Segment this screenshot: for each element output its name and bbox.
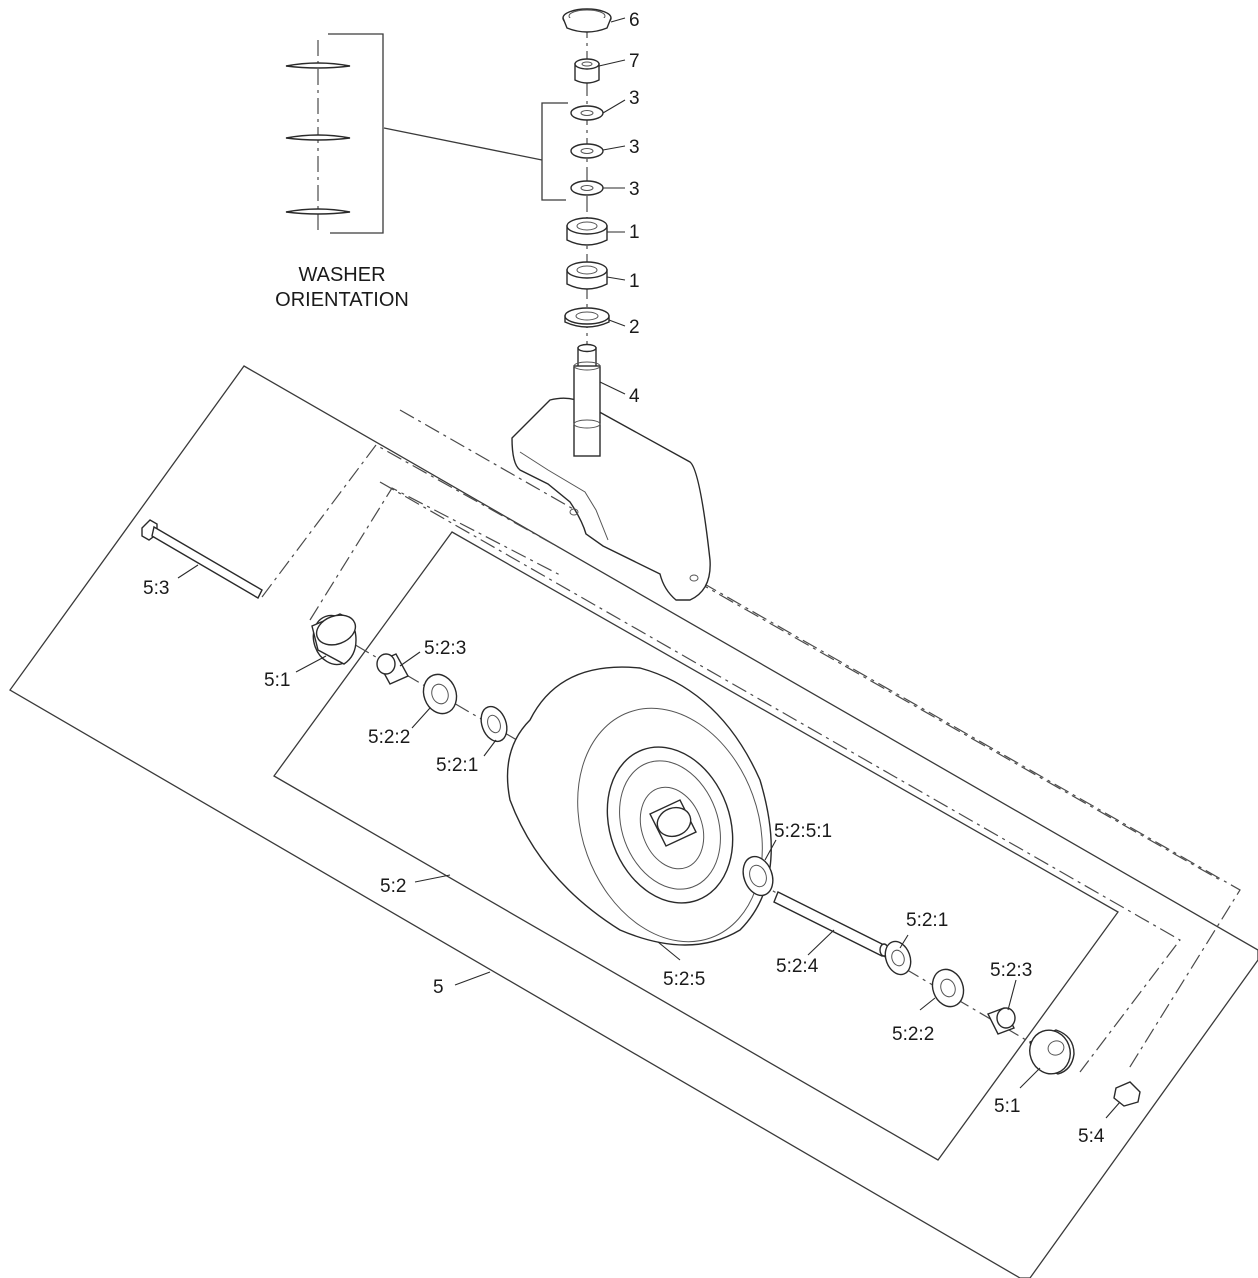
assembly-5-2-frame: [273, 531, 1119, 1161]
washer-profile-bottom: [285, 208, 351, 215]
inset-bracket: [328, 33, 384, 234]
callout-5: 5: [433, 977, 444, 998]
washer-orientation-inset: WASHER ORIENTATION: [275, 33, 543, 311]
dust-cap-part: [562, 8, 612, 33]
bearing-cup-left-part: [422, 673, 458, 715]
nut-part: [574, 58, 600, 84]
spacer-right-part: [987, 1007, 1016, 1035]
centerline-left-bolt: [261, 444, 561, 598]
callout-1-a: 1: [629, 222, 640, 243]
washer-orientation-label-line2: ORIENTATION: [275, 289, 409, 311]
callout-5-2-3-left: 5:2:3: [424, 638, 466, 659]
centerline-left-hub: [309, 487, 561, 621]
washer-profile-middle: [285, 134, 351, 141]
spindle-part: [573, 343, 601, 457]
leader-lines: [177, 17, 1121, 1119]
washer-orientation-label-line1: WASHER: [298, 264, 385, 286]
washer-profile-top: [285, 62, 351, 69]
tapered-bearing-part-lower: [566, 261, 608, 290]
inset-pointer-line: [383, 127, 543, 161]
centerline-lower: [379, 481, 1181, 1073]
assembly-5-frame: [9, 365, 1258, 1278]
callout-5-2-4: 5:2:4: [776, 956, 819, 977]
fork-axis-line: [693, 579, 1221, 881]
callout-3-a: 3: [629, 88, 640, 109]
hub-cap-right-part: [1029, 1029, 1075, 1075]
bearing-cup-right-part: [931, 968, 965, 1008]
spacer-left-part: [376, 653, 409, 685]
washer-group-bracket: [541, 102, 568, 201]
callout-5-2-2-left: 5:2:2: [368, 727, 410, 748]
callout-5-4: 5:4: [1078, 1126, 1105, 1147]
spindle-stack: [541, 8, 612, 350]
callout-5-2-5: 5:2:5: [663, 969, 705, 990]
callout-5-2-1-right: 5:2:1: [906, 910, 948, 931]
callout-6: 6: [629, 10, 640, 31]
tapered-bearing-right-part: [884, 940, 912, 976]
callouts: 6 7 3 3 3 1 1 2 4 5:3 5:1 5:2:3 5:2:2 5:…: [143, 10, 1105, 1147]
callout-3-c: 3: [629, 179, 640, 200]
callout-1-b: 1: [629, 271, 640, 292]
washer-part-3: [570, 180, 604, 196]
hub-cap-left-part: [311, 613, 357, 666]
washer-part-2: [570, 143, 604, 159]
callout-5-2-5-1: 5:2:5:1: [774, 821, 832, 842]
callout-4: 4: [629, 386, 640, 407]
callout-5-2-3-right: 5:2:3: [990, 960, 1032, 981]
tapered-bearing-left-part: [480, 705, 508, 743]
axle-bolt-part: [141, 519, 263, 599]
bearing-race-right-part: [742, 855, 774, 897]
callout-5-2: 5:2: [380, 876, 406, 897]
callout-7: 7: [629, 51, 640, 72]
fork-part: [511, 397, 711, 601]
callout-5-1-right: 5:1: [994, 1096, 1020, 1117]
axle-tube-part: [773, 891, 889, 957]
tapered-bearing-part-upper: [566, 217, 608, 246]
callout-2: 2: [629, 317, 640, 338]
wheel-tire-part: [506, 666, 772, 946]
callout-5-3: 5:3: [143, 578, 169, 599]
callout-5-2-1-left: 5:2:1: [436, 755, 478, 776]
callout-5-2-2-right: 5:2:2: [892, 1024, 934, 1045]
callout-3-b: 3: [629, 137, 640, 158]
callout-5-1-left: 5:1: [264, 670, 290, 691]
bearing-cup-part: [564, 307, 610, 328]
locknut-part: [1113, 1081, 1141, 1107]
washer-part-1: [570, 105, 604, 121]
